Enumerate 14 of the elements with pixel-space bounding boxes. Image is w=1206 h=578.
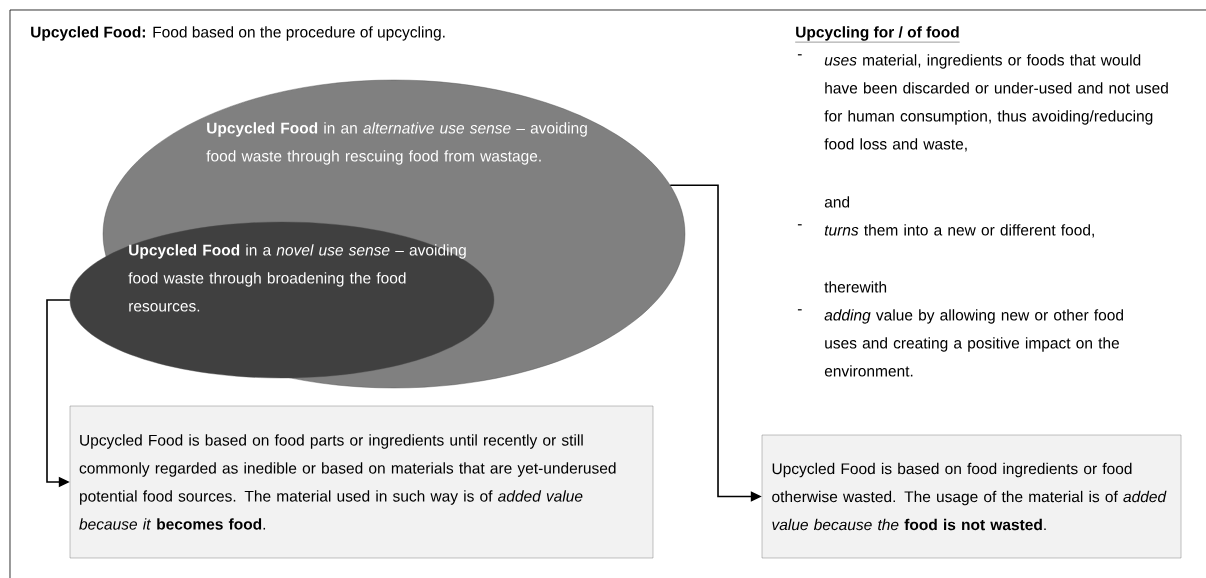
list-text: adding value by allowing new or other food uses and creating a positive impact on the environment. <box>824 309 1123 377</box>
list-text: and <box>824 196 850 208</box>
bullet-dash: - <box>797 309 802 311</box>
title: Upcycled Food: Food based on the procedure of upcycling. <box>31 26 445 41</box>
list-text: turns them into a new or different food, <box>824 224 1094 238</box>
bullet-dash: - <box>797 54 802 56</box>
list-text: uses material, ingredients or foods that would have been discarded or under-used and not used for human consumption, thus avoiding/reducing food loss and waste, <box>824 54 1168 152</box>
text-box: Upcycled Food is based on food ingredients or food otherwise wasted. The usage of the material is of added value because the food is not wasted. <box>761 434 1182 559</box>
text-box: Upcycled Food is based on food parts or ingredients until recently or still commonly regarded as inedible or based on materials that are yet-underused potential food sources. The material used in such way is of added value because it becomes food. <box>69 405 654 559</box>
bullet-dash: - <box>797 224 802 226</box>
heading: Upcycling for / of food <box>795 26 960 43</box>
list-text: therewith <box>824 281 887 293</box>
ellipse-text: Upcycled Food in an alternative use sense – avoiding food waste through rescuing food from wastage. <box>206 122 587 165</box>
ellipse-text: Upcycled Food in a novel use sense – avoiding food waste through broadening the food resources. <box>128 244 466 312</box>
